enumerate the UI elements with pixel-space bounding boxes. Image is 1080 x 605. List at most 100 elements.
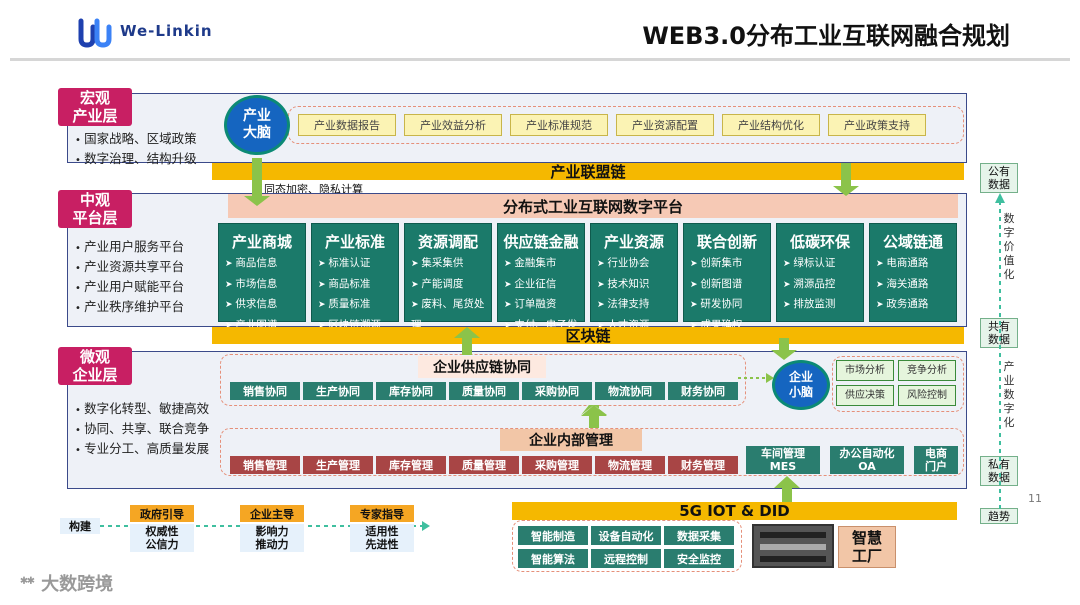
- internal-item: 销售管理: [230, 456, 300, 474]
- encryption-note: 同态加密、隐私计算: [264, 183, 363, 196]
- column-item: 绿标认证: [783, 254, 863, 275]
- platform-column: 联合创新创新集市创新图谱研发协同成果确权: [683, 223, 771, 331]
- supply-collab-title: 企业供应链协同: [418, 356, 546, 378]
- build-label: 构建: [60, 518, 100, 534]
- column-items: 标准认证商品标准质量标准区块链溯源: [312, 254, 398, 336]
- page-number: 11: [1028, 492, 1042, 505]
- column-item: 质量标准: [318, 295, 398, 316]
- column-item: 企业征信: [504, 275, 584, 296]
- column-item: 创新图谱: [690, 275, 770, 296]
- brain-tiles-group: [832, 356, 964, 412]
- supply-item: 生产协同: [303, 382, 373, 400]
- column-header: 产业标准: [324, 232, 385, 251]
- column-item: 商品标准: [318, 275, 398, 296]
- guide-header: 专家指导: [350, 505, 414, 522]
- internal-group: [220, 428, 964, 476]
- column-item: 产能调度: [411, 275, 491, 296]
- guide-header: 企业主导: [240, 505, 304, 522]
- column-item: 电商通路: [876, 254, 956, 275]
- platform-column: 产业资源行业协会技术知识法律支持人才资源: [590, 223, 678, 331]
- column-items: 电商通路海关通路政务通路: [870, 254, 956, 316]
- we-linkin-logo-icon: [78, 18, 112, 48]
- internal-item: 质量管理: [449, 456, 519, 474]
- column-header: 产业资源: [603, 232, 664, 251]
- column-items: 绿标认证溯源品控排放监测: [777, 254, 863, 316]
- iot-did-bar: 5G IOT & DID: [512, 502, 957, 520]
- brain-tile: 市场分析: [836, 360, 894, 381]
- platform-title: 分布式工业互联网数字平台: [228, 194, 958, 218]
- column-item: 供求信息: [225, 295, 305, 316]
- industry-digitization-text: 产业数字化: [1003, 360, 1015, 429]
- supply-item: 采购协同: [522, 382, 592, 400]
- watermark: ᕯ 大数跨境: [20, 574, 114, 595]
- column-item: 法律支持: [597, 295, 677, 316]
- column-item: 研发协同: [690, 295, 770, 316]
- internal-item: 采购管理: [522, 456, 592, 474]
- column-header: 产业商城: [231, 232, 292, 251]
- guide-body: 权威性 公信力: [130, 524, 194, 552]
- industry-alliance-chain: 产业联盟链: [212, 163, 964, 181]
- column-header: 低碳环保: [789, 232, 850, 251]
- iot-item: 数据采集: [664, 526, 734, 545]
- micro-bullets: 数字化转型、敏捷高效协同、共享、联合竞争专业分工、高质量发展: [75, 400, 215, 460]
- industry-tile: 产业资源配置: [616, 114, 714, 136]
- supply-item: 物流协同: [595, 382, 665, 400]
- platform-column: 公域链通电商通路海关通路政务通路: [869, 223, 957, 322]
- supply-item: 质量协同: [449, 382, 519, 400]
- column-item: 行业协会: [597, 254, 677, 275]
- industry-tile: 产业结构优化: [722, 114, 820, 136]
- smart-factory: 智慧 工厂: [838, 526, 896, 568]
- column-item: 政务通路: [876, 295, 956, 316]
- industry-tile: 产业效益分析: [404, 114, 502, 136]
- enterprise-brain: 企业 小脑: [772, 360, 830, 410]
- public-data: 公有 数据: [980, 163, 1018, 193]
- column-item: 标准认证: [318, 254, 398, 275]
- supply-item: 财务协同: [668, 382, 738, 400]
- iot-item: 安全监控: [664, 549, 734, 568]
- column-header: 公域链通: [882, 232, 943, 251]
- column-item: 海关通路: [876, 275, 956, 296]
- column-header: 资源调配: [417, 232, 478, 251]
- mes-box: 车间管理 MES: [746, 446, 820, 474]
- internal-item: 生产管理: [303, 456, 373, 474]
- column-items: 商品信息市场信息供求信息产业图谱: [219, 254, 305, 336]
- column-header: 供应链金融: [503, 232, 579, 251]
- column-items: 创新集市创新图谱研发协同成果确权: [684, 254, 770, 336]
- supply-item: 库存协同: [376, 382, 446, 400]
- brain-tile: 风险控制: [898, 385, 956, 406]
- data-valuation-text: 数字价值化: [1003, 212, 1015, 281]
- column-item: 订单融资: [504, 295, 584, 316]
- platform-column: 供应链金融金融集市企业征信订单融资支付、电子发票: [497, 223, 585, 351]
- blockchain-bar: 区块链: [212, 327, 964, 345]
- internal-item: 物流管理: [595, 456, 665, 474]
- platform-column: 产业商城商品信息市场信息供求信息产业图谱: [218, 223, 306, 331]
- macro-bullets: 国家战略、区域政策数字治理、结构升级: [75, 130, 197, 170]
- brain-tile: 竞争分析: [898, 360, 956, 381]
- industry-tile: 产业标准规范: [510, 114, 608, 136]
- platform-column: 资源调配集采集供产能调度废料、尾货处理AI优化配置: [404, 223, 492, 350]
- platform-bullets: 产业用户服务平台产业资源共享平台 产业用户赋能平台产业秩序维护平台: [75, 238, 184, 318]
- title-divider: [10, 58, 1070, 61]
- column-header: 联合创新: [696, 232, 757, 251]
- column-item: 金融集市: [504, 254, 584, 275]
- internal-item: 库存管理: [376, 456, 446, 474]
- guide-body: 影响力 推动力: [240, 524, 304, 552]
- watermark-logo-icon: ᕯ: [20, 574, 42, 595]
- column-items: 行业协会技术知识法律支持人才资源: [591, 254, 677, 336]
- platform-column: 低碳环保绿标认证溯源品控排放监测: [776, 223, 864, 322]
- column-item: 市场信息: [225, 275, 305, 296]
- page-title: WEB3.0分布工业互联网融合规划: [642, 22, 1010, 50]
- eshop-box: 电商 门户: [914, 446, 958, 474]
- iot-item: 远程控制: [591, 549, 661, 568]
- brain-tile: 供应决策: [836, 385, 894, 406]
- iot-item: 设备自动化: [591, 526, 661, 545]
- internal-mgmt-title: 企业内部管理: [500, 429, 642, 451]
- guide-header: 政府引导: [130, 505, 194, 522]
- guide-body: 适用性 先进性: [350, 524, 414, 552]
- internal-item: 财务管理: [668, 456, 738, 474]
- iot-group: [512, 520, 742, 572]
- industry-brain: 产业 大脑: [224, 95, 290, 155]
- iot-item: 智能算法: [518, 549, 588, 568]
- industrial-pc-icon: [752, 524, 834, 568]
- industry-tile: 产业数据报告: [298, 114, 396, 136]
